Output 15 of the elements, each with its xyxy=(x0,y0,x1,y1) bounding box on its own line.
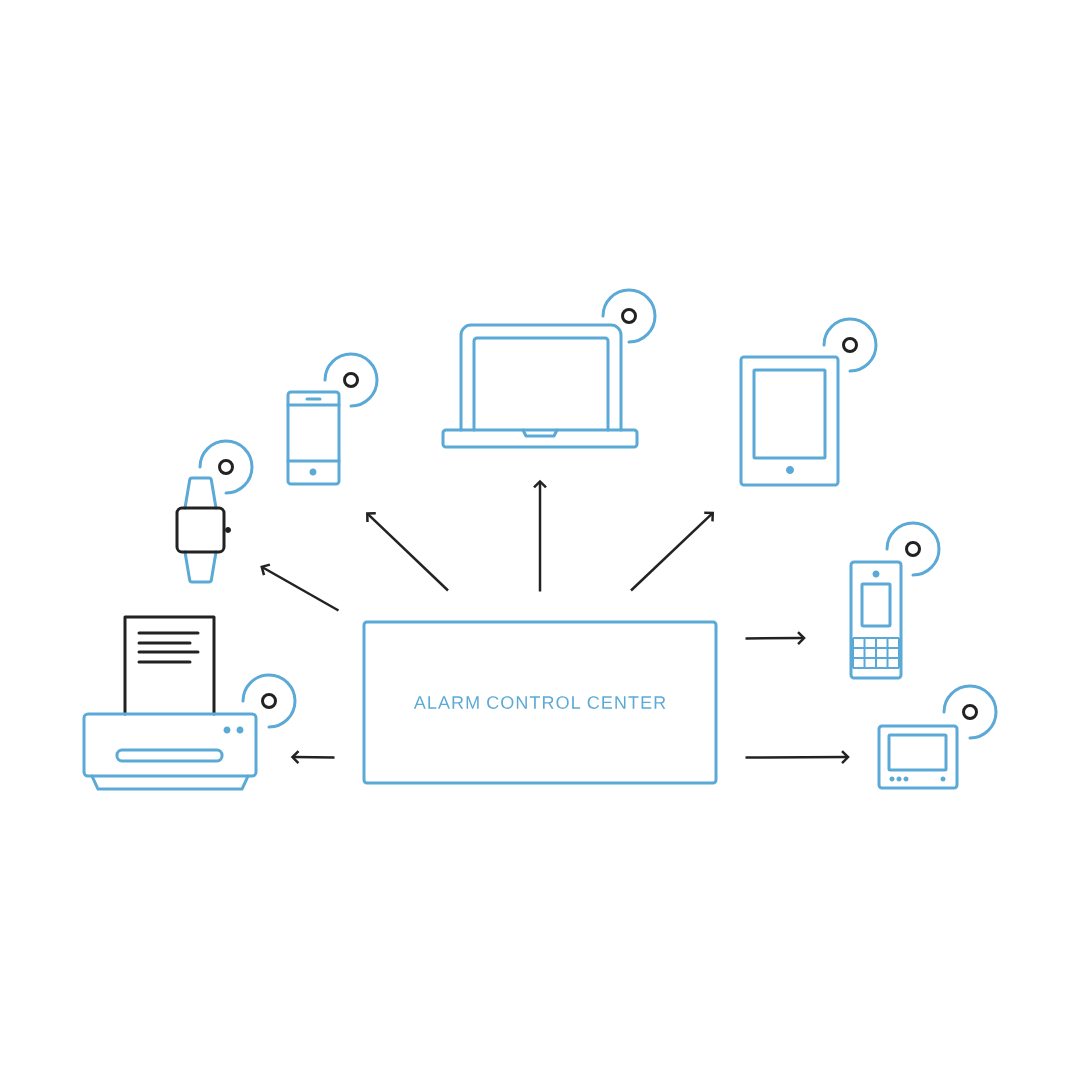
smartwatch-drawing xyxy=(175,476,231,584)
control-center-box: ALARM CONTROL CENTER xyxy=(362,620,718,785)
intercom-drawing xyxy=(877,724,959,790)
tablet-drawing xyxy=(739,355,840,487)
arrow xyxy=(533,479,547,592)
arrow xyxy=(290,750,335,764)
arrow xyxy=(366,512,449,592)
laptop-drawing xyxy=(441,323,639,449)
arrow xyxy=(745,631,806,645)
arrow xyxy=(745,750,850,764)
arrow xyxy=(630,511,714,592)
arrow xyxy=(260,563,340,612)
smartphone-drawing xyxy=(286,390,341,486)
printer-drawing xyxy=(82,615,258,791)
mobile-phone-drawing xyxy=(849,560,903,680)
